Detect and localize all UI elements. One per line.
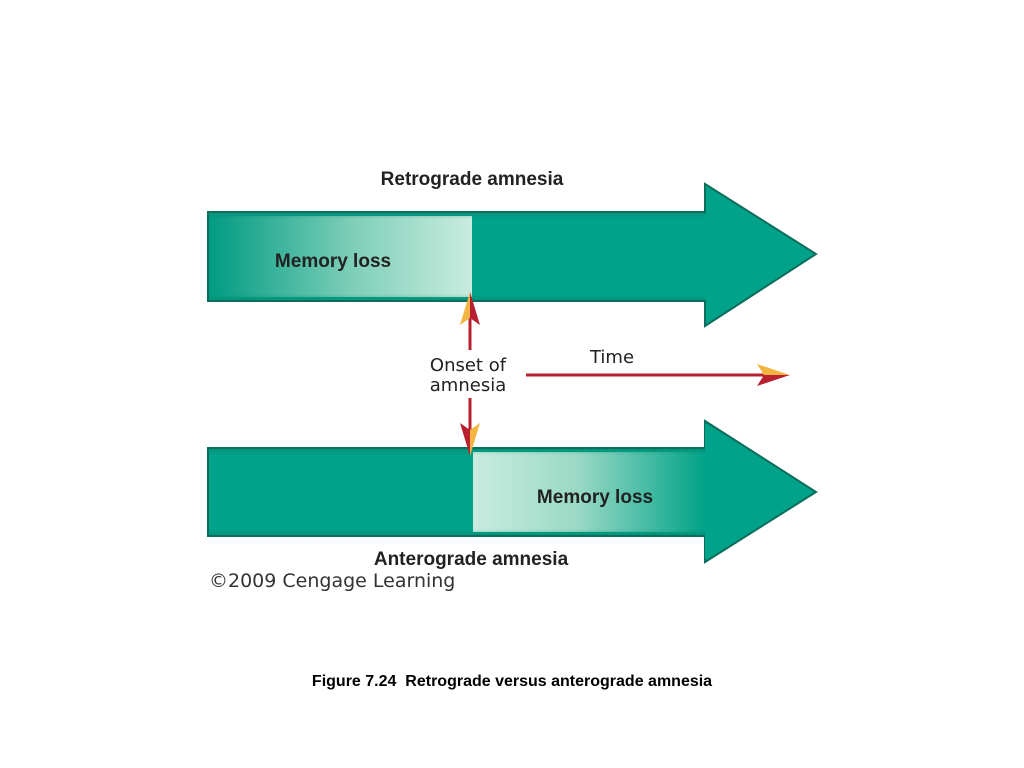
copyright-credit: ©2009 Cengage Learning — [209, 570, 456, 592]
time-arrow — [526, 364, 790, 386]
anterograde-title: Anterograde amnesia — [374, 549, 569, 570]
retrograde-arrow — [207, 182, 818, 328]
retrograde-title: Retrograde amnesia — [381, 169, 564, 190]
anterograde-memory-loss-label: Memory loss — [537, 487, 653, 508]
retrograde-band-shade — [208, 212, 705, 301]
anterograde-head-fill — [705, 424, 812, 559]
figure-caption: Figure 7.24 Retrograde versus anterograd… — [311, 673, 713, 690]
onset-arrow-up — [460, 292, 480, 350]
retrograde-memory-loss-label: Memory loss — [275, 251, 391, 272]
anterograde-arrow — [207, 419, 818, 564]
onset-label-line1: Onset of — [430, 355, 507, 376]
anterograde-band-shade — [208, 448, 705, 536]
onset-arrow-down — [460, 398, 480, 456]
onset-label-line2: amnesia — [430, 375, 506, 396]
time-label: Time — [589, 347, 634, 368]
